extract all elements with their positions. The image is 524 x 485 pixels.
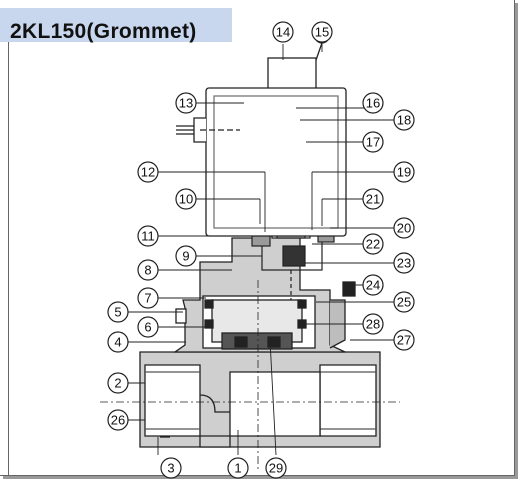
- callout-label: 20: [397, 221, 411, 236]
- callout-label: 10: [179, 192, 193, 207]
- callout-4: 4: [107, 331, 129, 353]
- callout-circle: [137, 259, 159, 281]
- callout-label: 19: [397, 165, 411, 180]
- callout-label: 6: [144, 320, 151, 335]
- coil-housing: [176, 28, 347, 237]
- callout-circle: [227, 457, 249, 479]
- callout-label: 21: [366, 192, 380, 207]
- callout-label: 24: [366, 278, 380, 293]
- callout-circle: [362, 233, 384, 255]
- callout-29: 29: [265, 457, 287, 479]
- callout-1: 1: [227, 457, 249, 479]
- callout-12: 12: [137, 161, 159, 183]
- callout-6: 6: [137, 316, 159, 338]
- valve-bonnet: [172, 229, 356, 353]
- callout-label: 12: [141, 165, 155, 180]
- callout-circle: [175, 92, 197, 114]
- callout-circle: [137, 161, 159, 183]
- callout-25: 25: [393, 291, 415, 313]
- callout-circle: [362, 188, 384, 210]
- callout-27: 27: [393, 329, 415, 351]
- callout-circle: [107, 301, 129, 323]
- callout-19: 19: [393, 161, 415, 183]
- callout-label: 27: [397, 333, 411, 348]
- callout-circle: [362, 92, 384, 114]
- callout-label: 1: [234, 461, 241, 476]
- callout-label: 16: [366, 96, 380, 111]
- callout-21: 21: [362, 188, 384, 210]
- callout-circle: [107, 409, 129, 431]
- callout-7: 7: [137, 287, 159, 309]
- callout-3: 3: [160, 457, 182, 479]
- callout-13: 13: [175, 92, 197, 114]
- callout-28: 28: [362, 313, 384, 335]
- callout-circle: [137, 316, 159, 338]
- callout-label: 28: [366, 317, 380, 332]
- leader-lines: [127, 44, 404, 456]
- callout-circle: [311, 21, 333, 43]
- callout-label: 23: [397, 256, 411, 271]
- callout-16: 16: [362, 92, 384, 114]
- callout-label: 3: [167, 461, 174, 476]
- callout-label: 11: [141, 229, 155, 244]
- callout-label: 22: [366, 237, 380, 252]
- callout-15: 15: [311, 21, 333, 43]
- callout-circle: [175, 188, 197, 210]
- callout-label: 18: [397, 113, 411, 128]
- callout-18: 18: [393, 109, 415, 131]
- callout-circle: [393, 291, 415, 313]
- callout-23: 23: [393, 252, 415, 274]
- frame-left-line: [8, 42, 9, 475]
- callout-circle: [362, 274, 384, 296]
- callout-label: 4: [114, 335, 121, 350]
- callout-circle: [362, 131, 384, 153]
- figure-frame: [0, 0, 515, 476]
- callout-label: 15: [315, 25, 329, 40]
- callout-circle: [393, 217, 415, 239]
- callout-circle: [160, 457, 182, 479]
- callout-circle: [137, 287, 159, 309]
- callout-circle: [393, 329, 415, 351]
- callout-2: 2: [107, 372, 129, 394]
- callout-label: 9: [182, 249, 189, 264]
- callout-label: 26: [111, 413, 125, 428]
- callout-circle: [362, 313, 384, 335]
- callout-label: 29: [269, 461, 283, 476]
- callout-label: 14: [276, 25, 290, 40]
- valve-body: [139, 351, 381, 448]
- callout-circle: [265, 457, 287, 479]
- callout-14: 14: [272, 21, 294, 43]
- callout-circle: [175, 245, 197, 267]
- callout-22: 22: [362, 233, 384, 255]
- callout-11: 11: [137, 225, 159, 247]
- callout-label: 7: [144, 291, 151, 306]
- callout-circle: [393, 161, 415, 183]
- callout-circle: [393, 109, 415, 131]
- title-tab: 2KL150(Grommet): [0, 8, 232, 43]
- callout-label: 8: [144, 263, 151, 278]
- callout-label: 17: [366, 135, 380, 150]
- callout-8: 8: [137, 259, 159, 281]
- callout-label: 13: [179, 96, 193, 111]
- callout-17: 17: [362, 131, 384, 153]
- callout-26: 26: [107, 409, 129, 431]
- callout-circle: [393, 252, 415, 274]
- callout-label: 2: [114, 376, 121, 391]
- callout-24: 24: [362, 274, 384, 296]
- callout-circle: [107, 331, 129, 353]
- callout-circle: [137, 225, 159, 247]
- callout-circle: [272, 21, 294, 43]
- callout-20: 20: [393, 217, 415, 239]
- callout-label: 25: [397, 295, 411, 310]
- diagram-title: 2KL150(Grommet): [10, 20, 197, 43]
- callout-10: 10: [175, 188, 197, 210]
- callout-circle: [107, 372, 129, 394]
- callout-9: 9: [175, 245, 197, 267]
- callout-label: 5: [114, 305, 121, 320]
- callout-5: 5: [107, 301, 129, 323]
